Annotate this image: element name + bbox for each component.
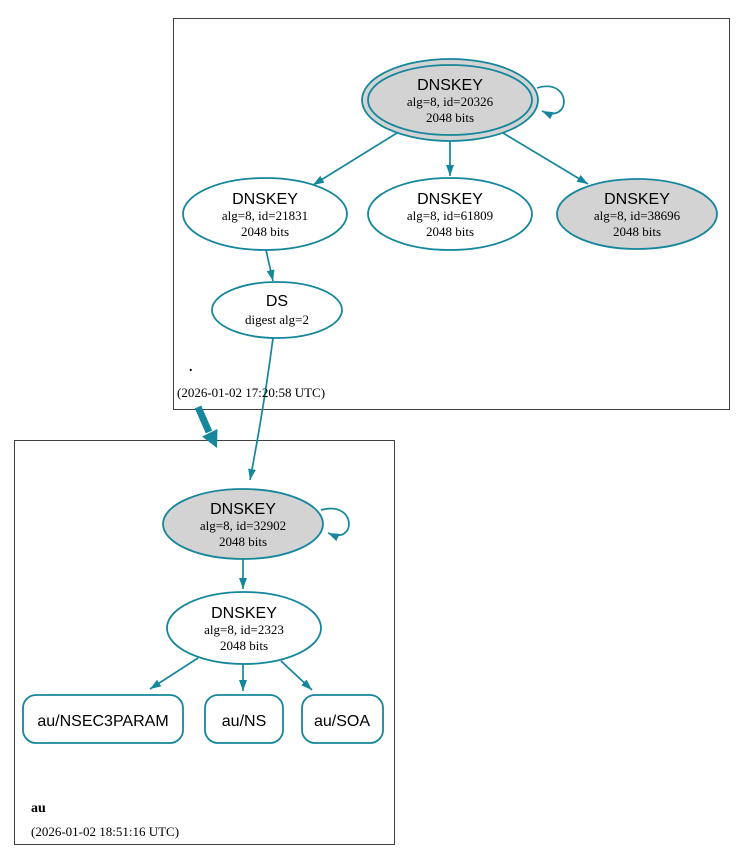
node-bits: 2048 bits (219, 534, 267, 549)
dnskey-ellipse (162, 488, 324, 560)
rrset-node-soa: au/SOA (301, 694, 384, 744)
node-alg-id: alg=8, id=61809 (407, 208, 493, 223)
rrset-box (22, 694, 184, 744)
edge-au-zsk-to-soa (280, 660, 313, 691)
rrset-label: au/SOA (314, 713, 370, 730)
node-title: DNSKEY (232, 191, 298, 208)
edge-key-21831-to-ds (265, 249, 275, 282)
edge-root-ksk-self-sign (536, 85, 565, 120)
dnskey-ellipse (182, 177, 348, 251)
node-title: DS (266, 293, 288, 310)
dnskey-outer-ring (361, 58, 539, 142)
node-bits: 2048 bits (241, 224, 289, 239)
dnskey-ellipse (367, 177, 533, 251)
edge-au-zsk-to-nsec3param (149, 657, 199, 690)
edge-ds-to-au-ksk (248, 337, 274, 481)
node-alg-id: alg=8, id=20326 (407, 94, 494, 109)
node-alg-id: alg=8, id=21831 (222, 208, 308, 223)
rrset-box (204, 694, 284, 744)
node-bits: 2048 bits (426, 224, 474, 239)
node-alg-id: alg=8, id=2323 (204, 622, 284, 637)
dnskey-node-21831: DNSKEY alg=8, id=21831 2048 bits (182, 177, 348, 251)
node-alg-id: alg=8, id=38696 (594, 208, 681, 223)
dnskey-node-38696: DNSKEY alg=8, id=38696 2048 bits (556, 178, 718, 250)
zone-timestamp-au: (2026-01-02 18:51:16 UTC) (31, 824, 179, 839)
edge-root-ksk-to-key-21831 (312, 132, 398, 186)
node-title: DNSKEY (210, 501, 276, 518)
edge-root-ksk-to-key-38696 (502, 132, 589, 185)
dnskey-trust-anchor-node-root: DNSKEY alg=8, id=20326 2048 bits (361, 58, 539, 142)
node-title: DNSKEY (417, 77, 483, 94)
node-bits: 2048 bits (613, 224, 661, 239)
ds-ellipse (211, 281, 343, 339)
rrset-label: au/NSEC3PARAM (37, 713, 168, 730)
node-digest: digest alg=2 (245, 312, 309, 327)
dnskey-ellipse (166, 591, 322, 665)
node-bits: 2048 bits (220, 638, 268, 653)
node-title: DNSKEY (211, 605, 277, 622)
rrset-label: au/NS (222, 713, 266, 730)
dnskey-ellipse (556, 178, 718, 250)
rrset-box (301, 694, 384, 744)
delegation-arrowhead-icon (202, 429, 218, 448)
node-alg-id: alg=8, id=32902 (200, 518, 286, 533)
dnskey-node-32902: DNSKEY alg=8, id=32902 2048 bits (162, 488, 324, 560)
node-title: DNSKEY (417, 191, 483, 208)
zone-name-au: au (31, 801, 46, 816)
zone-name-root: . (189, 360, 193, 375)
dnskey-node-61809: DNSKEY alg=8, id=61809 2048 bits (367, 177, 533, 251)
dnskey-node-2323: DNSKEY alg=8, id=2323 2048 bits (166, 591, 322, 665)
node-bits: 2048 bits (426, 110, 474, 125)
rrset-node-nsec3param: au/NSEC3PARAM (22, 694, 184, 744)
ds-node: DS digest alg=2 (211, 281, 343, 339)
edge-root-to-au-delegation (194, 405, 213, 434)
edge-au-ksk-self-sign (320, 507, 350, 542)
zone-timestamp-root: (2026-01-02 17:20:58 UTC) (177, 385, 325, 400)
dnskey-inner-ring (367, 64, 533, 136)
node-title: DNSKEY (604, 191, 670, 208)
rrset-node-ns: au/NS (204, 694, 284, 744)
